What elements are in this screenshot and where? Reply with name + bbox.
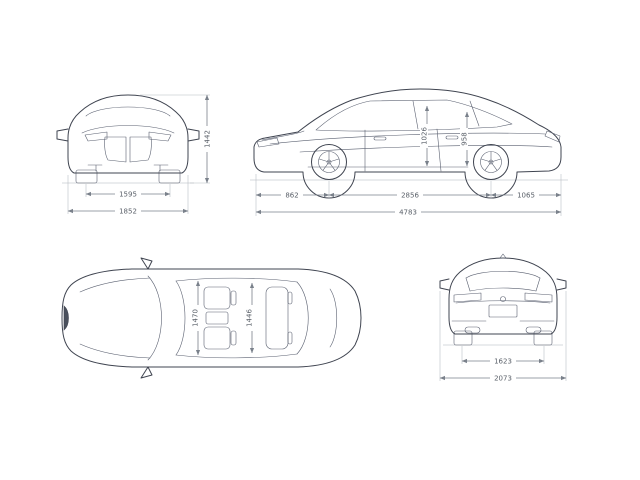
side-taillight [544, 130, 561, 143]
rear-roundel [500, 296, 506, 302]
side-glasshouse [315, 99, 513, 132]
dim-rear-track: 1623 [461, 346, 545, 366]
dim-top-front-interior-width: 1470 [191, 280, 201, 356]
antenna-fin [499, 253, 507, 259]
front-view-car-drawing [56, 94, 200, 184]
dim-label-rear-interior-height: 958 [461, 132, 469, 145]
dim-label-rear-track: 1623 [494, 358, 512, 366]
front-view: 1595 1852 1442 [56, 94, 212, 216]
dim-label-front-overhang: 862 [285, 192, 298, 200]
front-wheel [311, 144, 347, 180]
top-view-car-drawing [61, 257, 362, 379]
dim-wheelbase: 2856 [328, 190, 492, 200]
dim-label-rear-interior-width: 1446 [246, 309, 254, 327]
top-view: 1470 1446 [61, 257, 362, 379]
side-view-car-drawing [250, 88, 568, 199]
dim-label-front-width: 1852 [119, 208, 137, 216]
rear-right-mirror [556, 278, 567, 291]
rear-right-taillight [524, 292, 553, 303]
dim-top-rear-interior-width: 1446 [245, 282, 255, 354]
right-kidney-grille [129, 136, 152, 163]
left-mirror [56, 128, 69, 142]
dim-front-overhang: 862 [255, 190, 330, 200]
dim-label-rear-overhang: 1065 [517, 192, 535, 200]
top-kidney-grille [63, 305, 69, 331]
top-left-mirror [140, 257, 153, 270]
dim-front-overall-width: 1852 [67, 175, 189, 216]
dim-label-front-height: 1442 [204, 130, 212, 148]
left-headlight [84, 131, 108, 142]
dim-label-front-interior-width: 1470 [192, 309, 200, 327]
rear-left-taillight [453, 292, 482, 303]
dim-side-bottom-rows: 862 2856 1065 4783 [255, 174, 562, 217]
dim-overall-length: 4783 [255, 207, 562, 217]
dim-front-height: 1442 [140, 94, 212, 184]
dim-label-overall-length: 4783 [399, 209, 417, 217]
dim-rear-width-mirrors: 2073 [439, 291, 567, 383]
dim-label-rear-width-mirrors: 2073 [494, 375, 512, 383]
rear-view: 1623 2073 [439, 253, 567, 383]
dim-front-track: 1595 [85, 184, 171, 199]
side-view: 1026 958 862 2856 [250, 88, 568, 217]
rear-wheel [473, 144, 509, 180]
dim-rear-overhang: 1065 [490, 190, 562, 200]
right-headlight [148, 131, 172, 142]
dim-label-wheelbase: 2856 [401, 192, 419, 200]
left-exhaust [464, 326, 481, 334]
left-kidney-grille [104, 136, 127, 163]
top-right-mirror [140, 366, 153, 379]
dim-label-front-track: 1595 [119, 191, 137, 199]
dim-side-front-interior-height: 1026 [420, 105, 430, 167]
right-exhaust [525, 326, 542, 334]
license-plate [488, 304, 518, 318]
top-view-seats [203, 286, 293, 350]
dim-label-front-interior-height: 1026 [421, 127, 429, 145]
side-headlight [256, 137, 280, 148]
right-mirror [187, 128, 200, 142]
rear-view-car-drawing [439, 253, 567, 346]
dim-side-rear-interior-height: 958 [460, 111, 470, 167]
rear-left-mirror [439, 278, 450, 291]
